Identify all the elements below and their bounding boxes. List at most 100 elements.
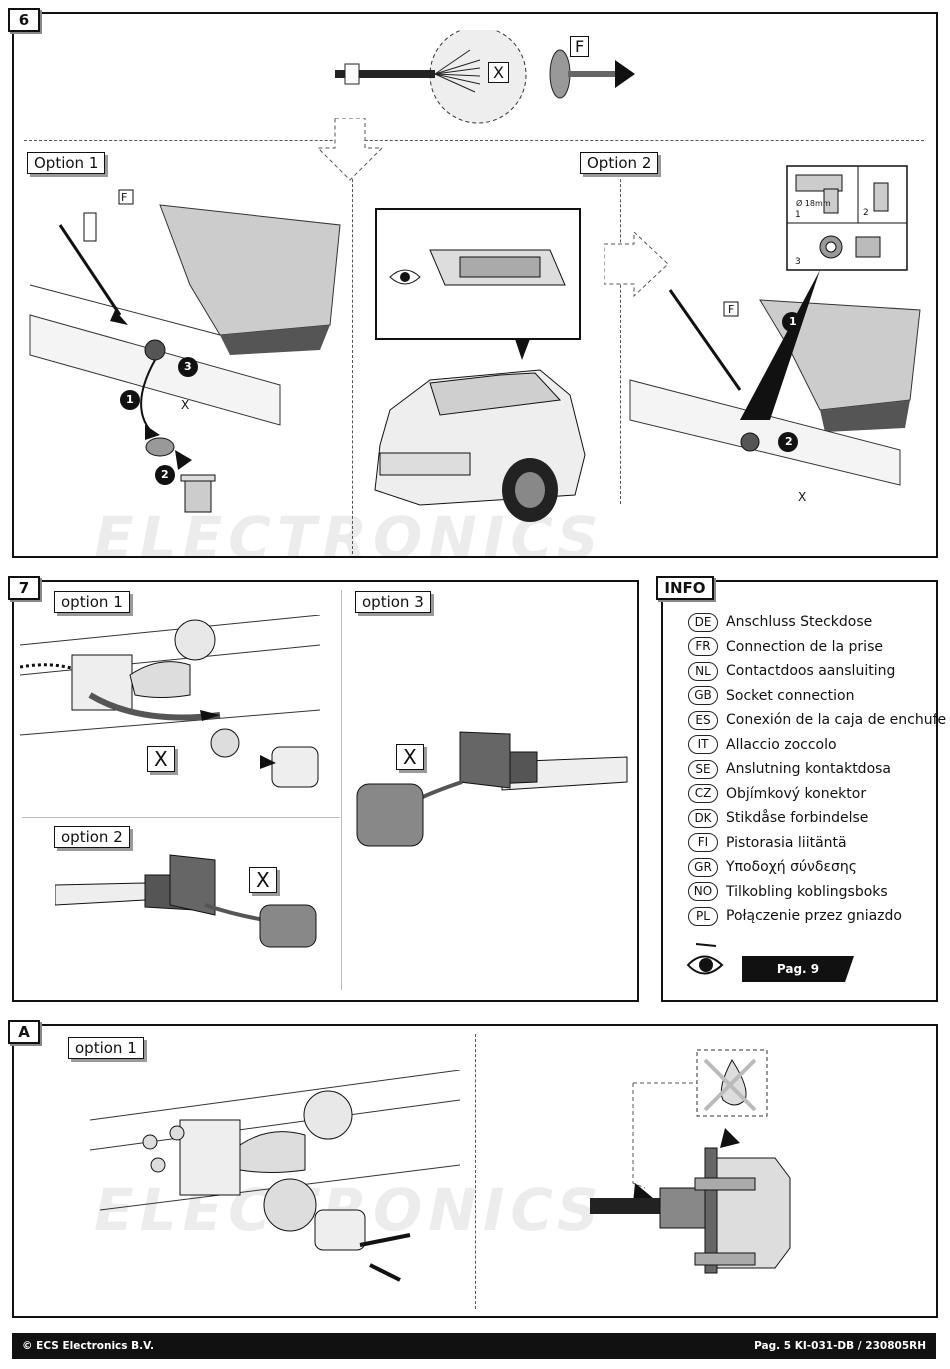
wire-cut-diagram (335, 30, 635, 124)
step-number: 7 (8, 576, 40, 600)
language-label: Anschluss Steckdose (726, 614, 873, 630)
socket (259, 904, 317, 948)
trash-bin-icon (184, 479, 212, 513)
info-language-row: FI Pistorasia liitäntä (688, 833, 847, 853)
language-code-badge: GR (688, 857, 718, 877)
language-label: Socket connection (726, 687, 855, 704)
towbar-assembly (90, 1070, 460, 1282)
language-label: Connection de la prise (726, 638, 883, 655)
language-label: Contactdoos aansluiting (726, 663, 896, 679)
language-code-badge: IT (688, 735, 718, 754)
info-language-row: SE Anslutning kontaktdosa (688, 759, 891, 779)
sealant-icon (873, 182, 889, 212)
option1-illustration (29, 189, 341, 513)
language-code-badge: NL (688, 661, 718, 681)
callout-2: 2 (785, 435, 793, 448)
grommet (549, 49, 571, 99)
car-illustration (374, 208, 586, 522)
option-1-label: Option 1 (27, 152, 106, 174)
mark-f: F (728, 303, 735, 316)
tool-number: 2 (863, 208, 869, 218)
arrow-down-icon (316, 118, 384, 181)
eye-icon (389, 269, 421, 285)
callout-1: 1 (126, 393, 134, 406)
option-2-label: Option 2 (580, 152, 659, 174)
callout-1: 1 (789, 315, 797, 328)
mark-x: X (798, 490, 807, 504)
step-number: A (8, 1020, 40, 1044)
nut-icon (150, 1157, 166, 1173)
socket (271, 746, 319, 788)
language-label: Υποδοχή σύνδεσης (726, 859, 857, 875)
page-reference: Pag. 9 (776, 962, 820, 976)
option-1-label: option 1 (68, 1037, 144, 1059)
language-code-badge: FR (688, 637, 718, 656)
page-info: Pag. 5 KI-031-DB / 230805RH (754, 1340, 926, 1352)
nut-icon (169, 1125, 185, 1141)
language-code-badge: NO (688, 882, 718, 901)
eye-icon (686, 943, 724, 975)
mark-x: X (249, 867, 277, 893)
grommet (145, 437, 175, 457)
nut-icon (142, 1134, 158, 1150)
arrow-right-icon (615, 60, 635, 88)
section-divider (352, 164, 353, 554)
step-number: 6 (8, 8, 40, 32)
section-divider (475, 1034, 476, 1309)
footer: © ECS Electronics B.V. Pag. 5 KI-031-DB … (12, 1333, 936, 1359)
language-code-badge: FI (688, 833, 718, 852)
language-label: Conexión de la caja de enchufe (726, 712, 947, 728)
towbar-socket-option2 (55, 854, 317, 948)
info-title: INFO (656, 576, 714, 600)
option-2-label: option 2 (54, 826, 130, 848)
language-label: Pistorasia liitäntä (726, 834, 847, 851)
callout-3: 3 (184, 360, 192, 373)
tool-number: 1 (795, 210, 801, 220)
section-divider (22, 817, 340, 818)
tool-number: 3 (795, 257, 801, 267)
language-label: Anslutning kontaktdosa (726, 761, 892, 777)
option-3-label: option 3 (355, 591, 431, 613)
language-code-badge: SE (688, 759, 718, 779)
section-divider (620, 164, 621, 504)
socket (356, 783, 424, 847)
info-language-row: DK Stikdåse forbindelse (688, 808, 868, 828)
tow-ball (303, 1090, 353, 1140)
info-language-row: NO Tilkobling koblingsboks (688, 882, 888, 902)
callout-2: 2 (161, 468, 169, 481)
mark-x: X (147, 746, 175, 772)
arrow-right-icon (604, 232, 669, 298)
language-code-badge: DK (688, 808, 718, 828)
mark-f: F (121, 191, 128, 204)
info-language-row: IT Allaccio zoccolo (688, 735, 837, 755)
language-code-badge: GB (688, 686, 718, 705)
language-label: Objímkový konektor (726, 785, 867, 802)
drill-size: Ø 18mm (796, 199, 831, 208)
hole (144, 339, 166, 361)
mark-f: F (570, 36, 590, 57)
socket (314, 1209, 366, 1251)
language-code-badge: CZ (688, 784, 718, 803)
mark-x: X (488, 62, 509, 83)
language-label: Allaccio zoccolo (726, 736, 837, 753)
mark-x: X (396, 744, 424, 770)
info-language-row: GB Socket connection (688, 686, 854, 706)
language-label: Stikdåse forbindelse (726, 810, 869, 826)
socket-seal-detail (590, 1049, 791, 1274)
info-language-row: GR Υποδοχή σύνδεσης (688, 857, 857, 877)
tow-ball (174, 619, 216, 661)
info-language-row: CZ Objímkový konektor (688, 784, 866, 804)
language-label: Połączenie przez gniazdo (726, 908, 902, 924)
language-label: Tilkobling koblingsboks (726, 883, 888, 900)
section-divider (341, 590, 342, 990)
copyright: © ECS Electronics B.V. (22, 1340, 154, 1352)
info-language-row: NL Contactdoos aansluiting (688, 661, 895, 681)
option2-illustration (629, 270, 921, 486)
page-reference-badge: Pag. 9 (742, 956, 854, 982)
towbar-socket-option1 (20, 615, 321, 788)
mark-x: X (181, 398, 190, 412)
towbar-socket-option3 (356, 731, 628, 847)
